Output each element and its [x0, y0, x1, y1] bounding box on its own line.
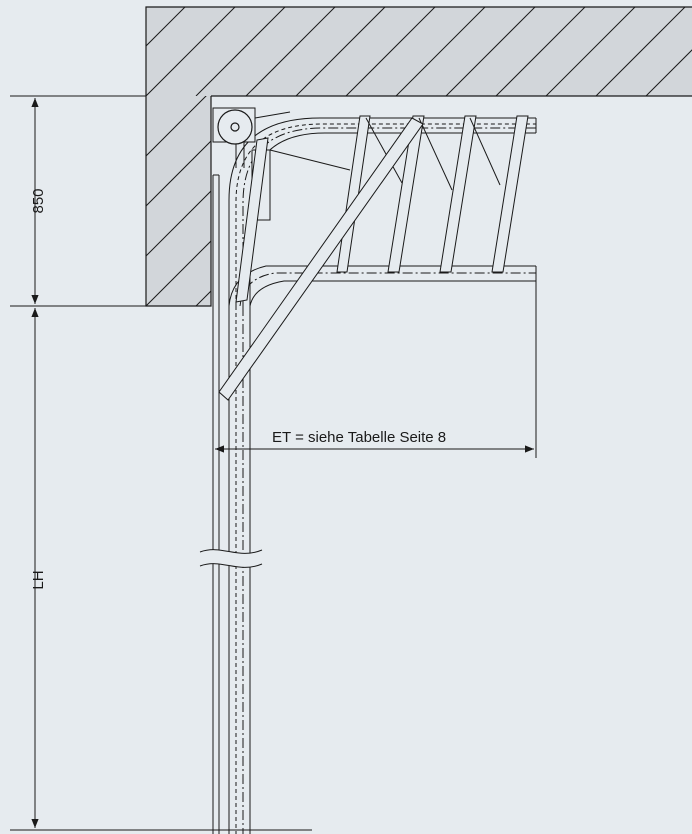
suspension-hangers [235, 115, 529, 303]
label-lh: LH [30, 570, 47, 589]
reference-lines [10, 95, 312, 831]
upper-curved-track [228, 117, 537, 306]
dimension-850: 850 [30, 98, 47, 304]
cross-bracing [365, 117, 501, 191]
ceiling-slab [145, 6, 692, 97]
pulley-icon [217, 109, 253, 145]
break-mark [199, 549, 263, 568]
vertical-track [212, 174, 251, 834]
dimension-et: ET = siehe Tabelle Seite 8 [215, 429, 534, 453]
lower-horizontal-track [228, 265, 537, 307]
label-et: ET = siehe Tabelle Seite 8 [272, 429, 446, 446]
label-850: 850 [30, 188, 47, 213]
diagonal-strut [218, 117, 424, 401]
lintel-wall [145, 96, 212, 307]
dimension-lh: LH [30, 308, 47, 828]
